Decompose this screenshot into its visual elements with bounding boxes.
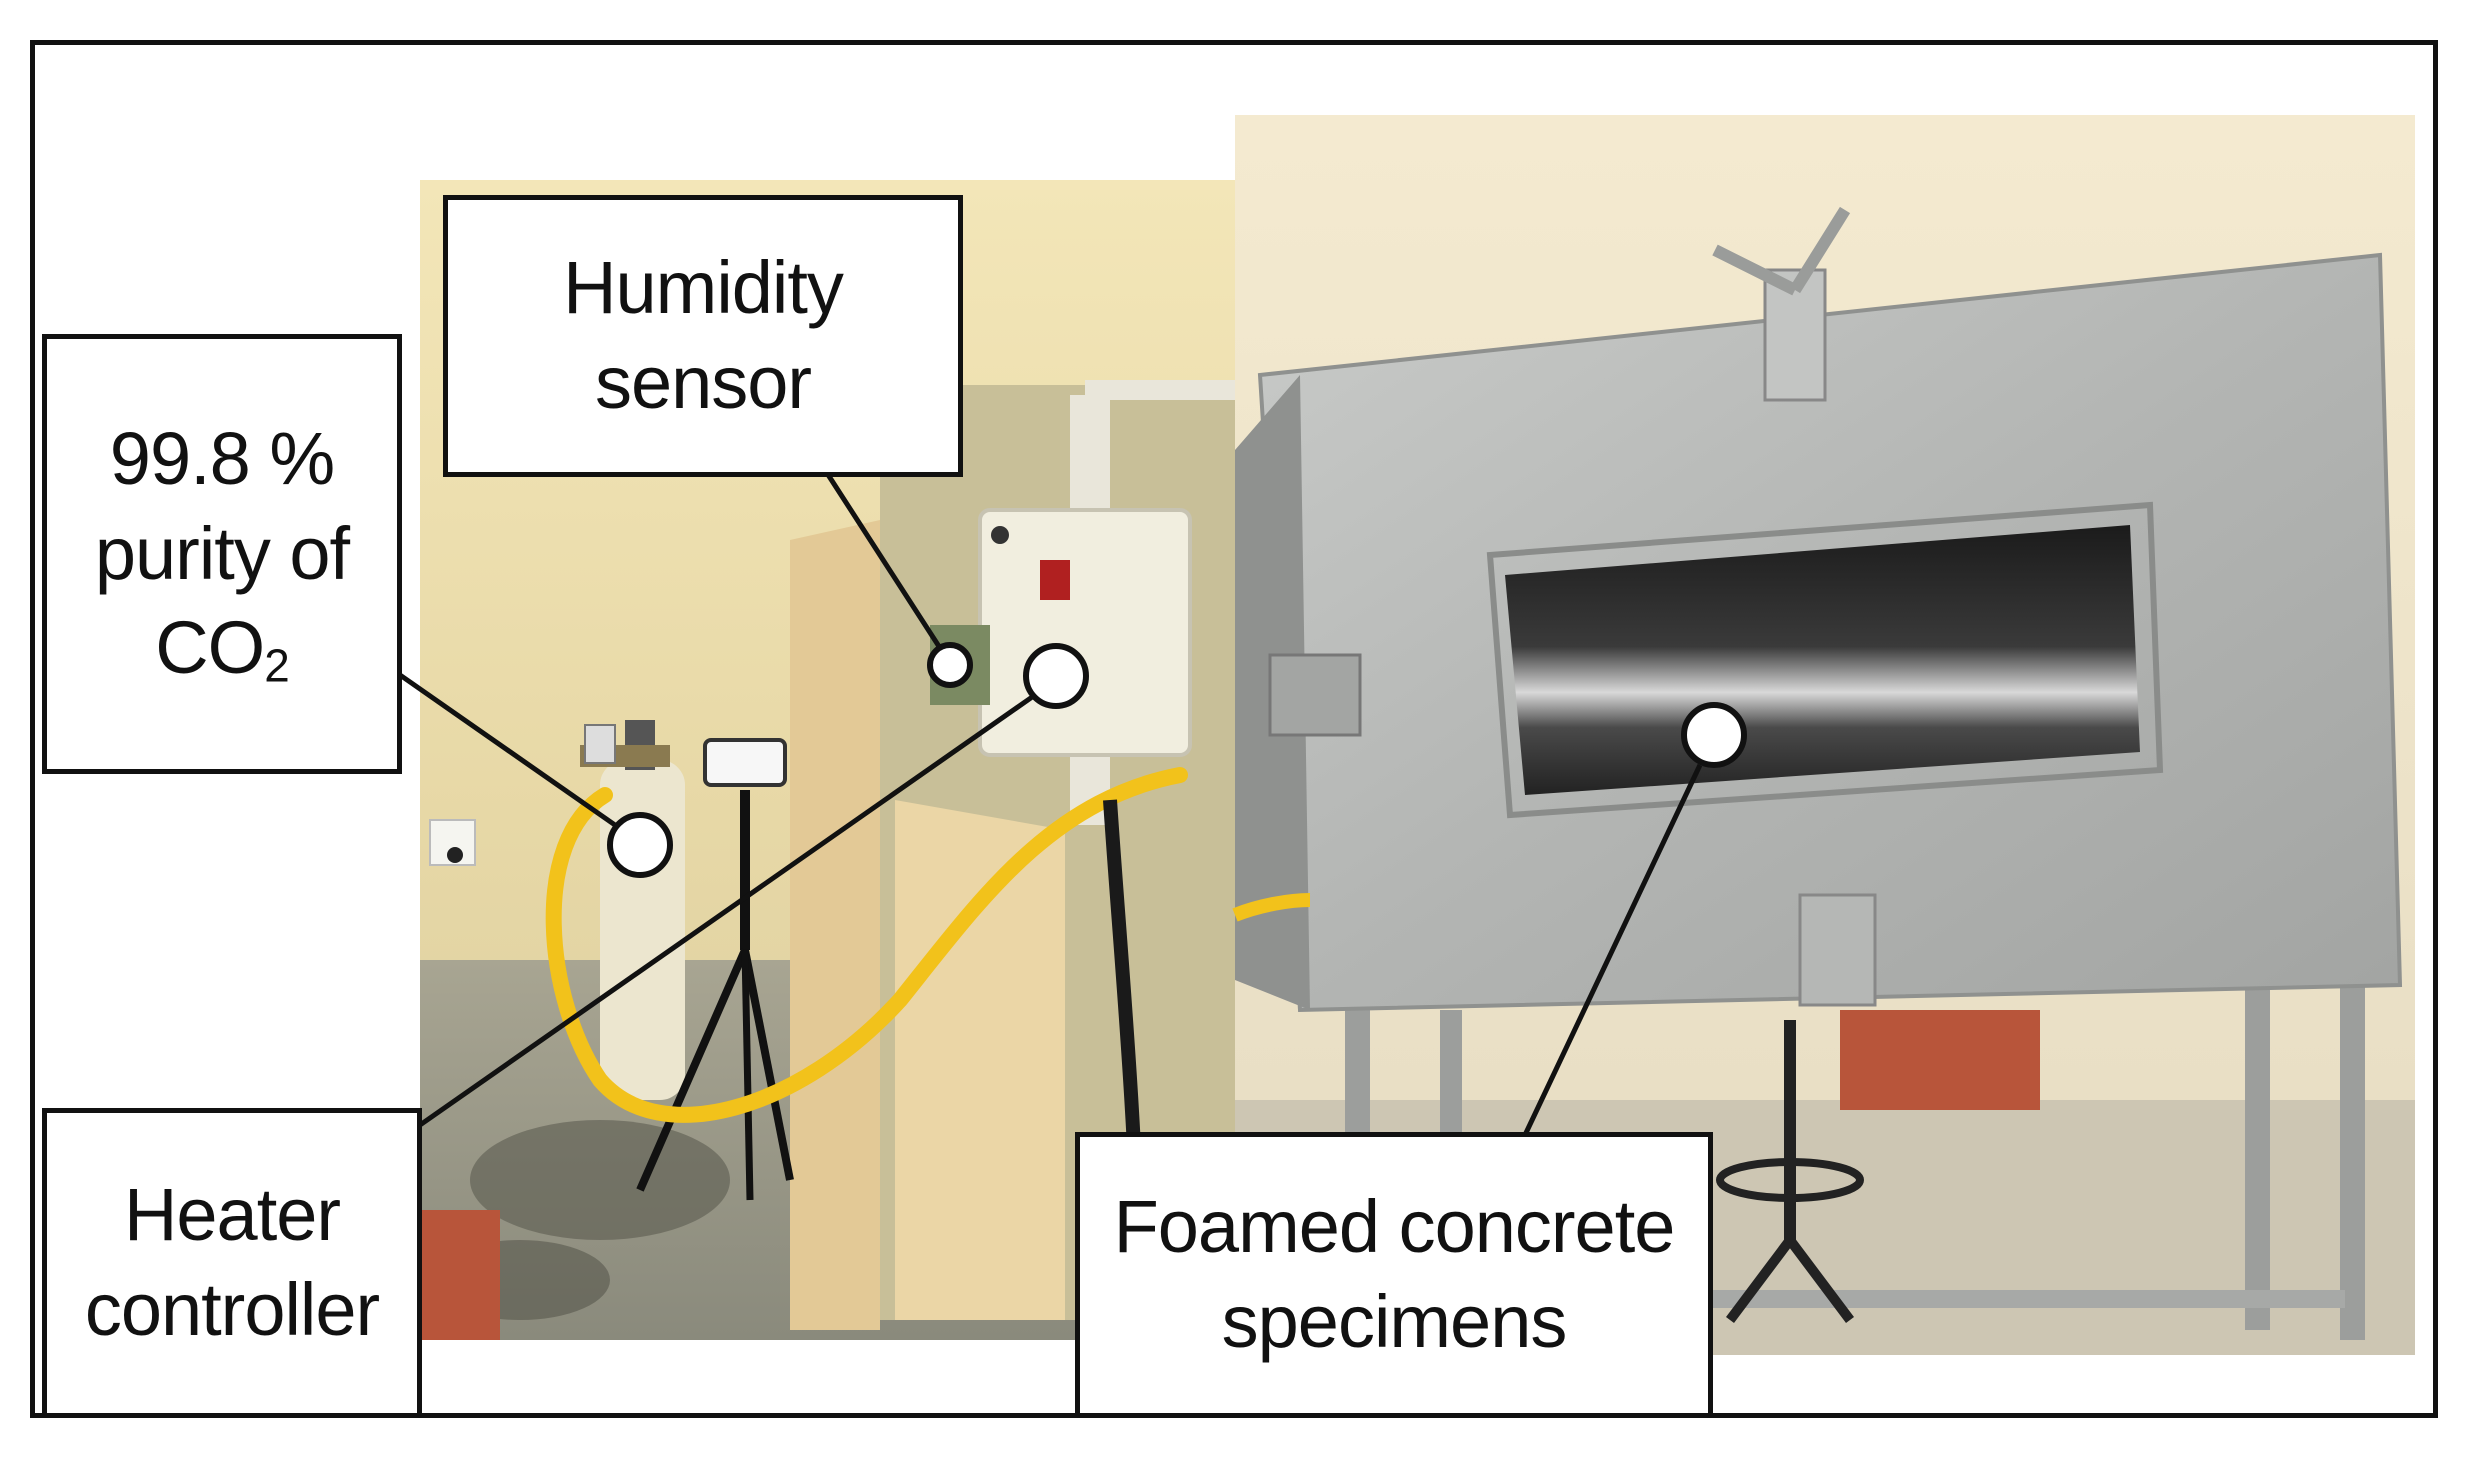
heater-label-line2: controller (84, 1268, 380, 1351)
foamed-label-line2: specimens (1221, 1280, 1568, 1363)
leader-line-foamed (1522, 763, 1703, 1137)
heater-label-line1: Heater (123, 1173, 341, 1257)
leader-line-heater (418, 692, 1037, 1128)
callout-marker-humidity (927, 642, 973, 688)
leader-line-humidity (822, 468, 943, 650)
right-photo (1232, 115, 2415, 1355)
callout-marker-heater (1023, 643, 1089, 709)
foamed-label-line1: Foamed concrete (1113, 1185, 1676, 1269)
humidity-label-line1: Humidity (563, 246, 844, 330)
co2-formula-subscript: 2 (264, 639, 289, 692)
co2-formula-main: CO (155, 606, 265, 690)
heater-controller-label: Heater controller (42, 1108, 422, 1418)
co2-label-line1: 99.8 % (109, 416, 335, 500)
co2-label-line3: CO2 (155, 601, 289, 696)
humidity-label-line2: sensor (594, 341, 812, 424)
callout-marker-co2 (607, 812, 673, 878)
leader-line-co2 (398, 672, 617, 828)
co2-purity-label: 99.8 % purity of CO2 (42, 334, 402, 774)
foamed-concrete-label: Foamed concrete specimens (1075, 1132, 1713, 1418)
callout-marker-foamed (1681, 702, 1747, 768)
co2-label-line2: purity of (94, 511, 350, 595)
humidity-sensor-label: Humidity sensor (443, 195, 963, 477)
